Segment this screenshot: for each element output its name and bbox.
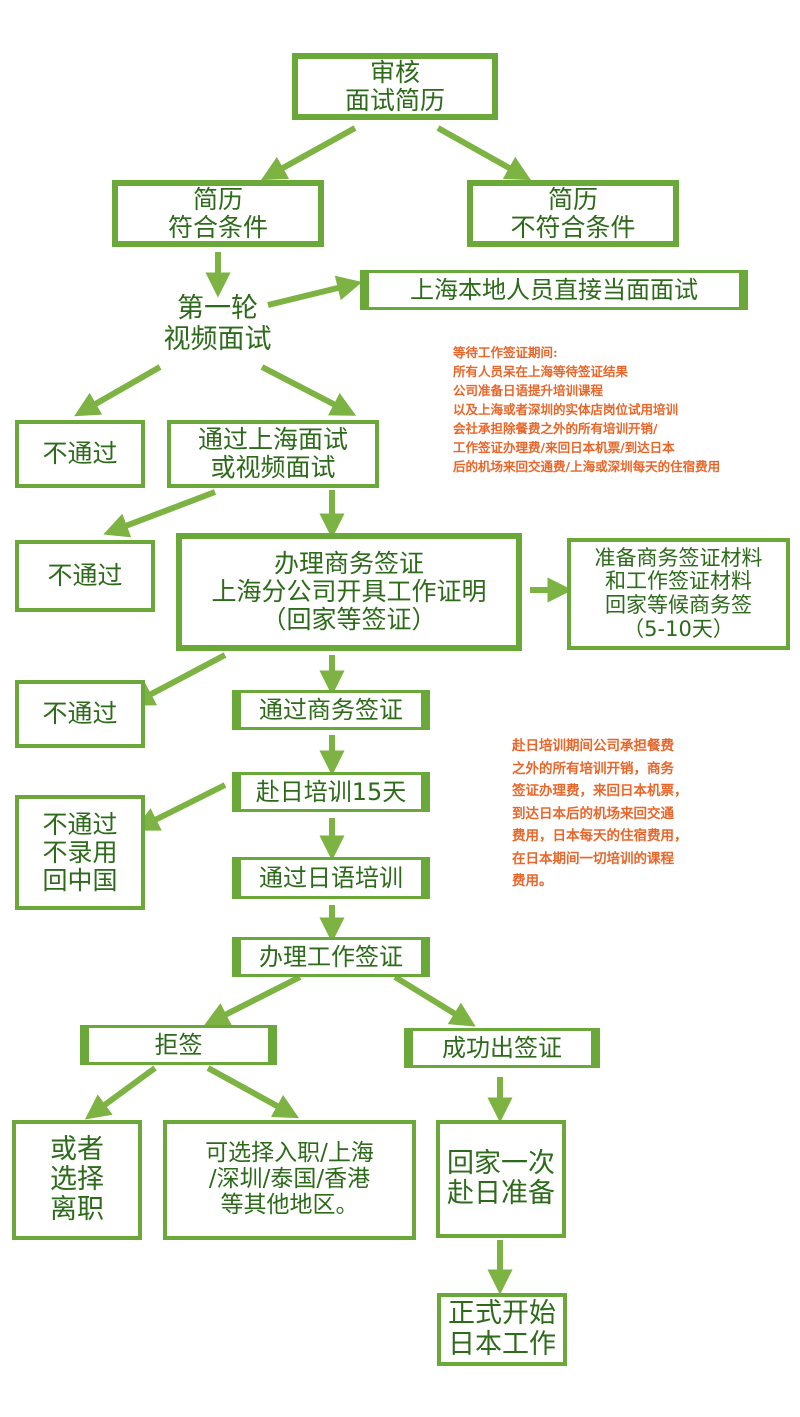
prepare-materials-line-2: 和工作签证材料: [605, 569, 752, 594]
review-resume-box: 审核 面试简历: [292, 53, 498, 120]
arrow-pass-to-fail2: [103, 489, 217, 538]
arrow-workvisa-to-success: [393, 974, 476, 1027]
business-visa-line-2: 上海分公司开具工作证明: [211, 577, 487, 606]
pass-interview-box: 通过上海面试 或视频面试: [167, 420, 379, 488]
japan-training-label: 赴日培训15天: [255, 777, 407, 806]
review-line-1: 审核: [369, 57, 420, 87]
or-resign-box: 或者 选择 离职: [12, 1120, 142, 1240]
start-work-line-2: 日本工作: [448, 1328, 556, 1360]
or-resign-line-3: 离职: [50, 1194, 104, 1226]
resume-qualified-line-2: 符合条件: [167, 212, 268, 242]
return-home-line-1: 回家一次: [447, 1147, 555, 1179]
fail-box-1: 不通过: [15, 420, 145, 488]
pass-japanese-label: 通过日语培训: [259, 863, 403, 892]
pass-business-visa-label: 通过商务签证: [259, 695, 403, 724]
pass-business-visa-box: 通过商务签证: [232, 690, 430, 730]
other-regions-line-3: 等其他地区。: [220, 1191, 359, 1218]
return-home-line-2: 赴日准备: [447, 1178, 555, 1209]
work-visa-box: 办理工作签证: [232, 937, 430, 977]
prepare-materials-box: 准备商务签证材料 和工作签证材料 回家等候商务签 （5-10天）: [567, 538, 790, 650]
waiting-note-line-4: 以及上海或者深圳的实体店岗位试用培训: [453, 402, 679, 417]
japan-training-box: 赴日培训15天: [232, 772, 430, 812]
waiting-note-line-6: 工作签证办理费/来回日本机票/到达日本: [453, 440, 675, 455]
training-note-line-6: 在日本期间一切培训的课程: [512, 850, 674, 867]
first-round-video-interview: 第一轮 视频面试: [130, 293, 305, 355]
resume-unqualified-box: 简历 不符合条件: [467, 180, 679, 247]
fail-box-3: 不通过: [15, 680, 145, 748]
business-visa-line-1: 办理商务签证: [273, 549, 424, 578]
training-note-line-1: 赴日培训期间公司承担餐费: [512, 738, 674, 754]
or-resign-line-1: 或者: [50, 1133, 104, 1165]
arrow-refused-to-resign: [84, 1065, 157, 1120]
training-note-line-4: 到达日本后的机场来回交通: [512, 805, 674, 822]
arrow-review-to-notok: [436, 125, 531, 181]
training-note-line-5: 费用，日本每天的住宿费用，: [512, 828, 688, 844]
training-period-note: 赴日培训期间公司承担餐费 之外的所有培训开销，商务 签证办理费，来回日本机票， …: [512, 735, 688, 893]
first-round-line-1: 第一轮: [177, 293, 258, 324]
shanghai-local-interview-box: 上海本地人员直接当面面试: [360, 270, 748, 310]
visa-success-label: 成功出签证: [442, 1033, 562, 1062]
fail-box-2: 不通过: [15, 540, 155, 612]
review-line-2: 面试简历: [344, 85, 445, 115]
pass-interview-line-2: 或视频面试: [210, 453, 336, 482]
work-visa-label: 办理工作签证: [259, 942, 403, 971]
fail-4-line-3: 回中国: [42, 865, 118, 895]
start-work-box: 正式开始 日本工作: [437, 1293, 567, 1366]
first-round-line-2: 视频面试: [163, 324, 272, 356]
visa-refused-label: 拒签: [154, 1030, 203, 1059]
training-note-line-2: 之外的所有培训开销，商务: [512, 760, 674, 777]
prepare-materials-line-4: （5-10天）: [623, 616, 734, 641]
or-resign-line-2: 选择: [50, 1163, 104, 1195]
business-visa-line-3: （回家等签证）: [261, 605, 437, 634]
training-note-line-7: 费用。: [512, 873, 553, 889]
fail-3-label: 不通过: [42, 699, 118, 728]
start-work-line-1: 正式开始: [448, 1298, 556, 1330]
fail-1-label: 不通过: [42, 439, 118, 468]
waiting-note-line-5: 会社承担除餐费之外的所有培训开销/: [453, 421, 658, 436]
waiting-note-line-2: 所有人员呆在上海等待签证结果: [453, 364, 629, 379]
resume-qualified-box: 简历 符合条件: [112, 180, 324, 247]
fail-4-line-1: 不通过: [42, 809, 118, 839]
return-home-box: 回家一次 赴日准备: [436, 1120, 566, 1238]
other-regions-line-2: /深圳/泰国/香港: [208, 1166, 371, 1193]
other-regions-line-1: 可选择入职/上海: [205, 1140, 374, 1167]
arrow-first-round-to-local: [267, 275, 363, 308]
waiting-period-note: 等待工作签证期间: 所有人员呆在上海等待签证结果 公司准备日语提升培训课程 以及…: [453, 343, 720, 476]
arrow-refused-to-regions: [206, 1065, 300, 1119]
arrow-first-round-to-fail1: [74, 364, 162, 417]
waiting-note-line-7: 后的机场来回交通费/上海或深圳每天的住宿费用: [453, 459, 721, 474]
arrow-visa-to-fail3: [128, 652, 227, 706]
arrow-first-round-to-pass: [260, 364, 357, 416]
pass-japanese-training-box: 通过日语培训: [232, 857, 430, 899]
arrow-review-to-ok: [260, 125, 357, 181]
visa-success-box: 成功出签证: [404, 1028, 600, 1068]
resume-unqualified-line-1: 简历: [547, 184, 598, 214]
waiting-note-line-3: 公司准备日语提升培训课程: [453, 383, 604, 398]
arrow-workvisa-to-refused: [203, 974, 302, 1026]
fail-4-line-2: 不录用: [42, 837, 118, 867]
other-regions-box: 可选择入职/上海 /深圳/泰国/香港 等其他地区。: [163, 1120, 416, 1240]
prepare-materials-line-1: 准备商务签证材料: [594, 545, 763, 570]
visa-refused-box: 拒签: [80, 1025, 277, 1065]
prepare-materials-line-3: 回家等候商务签: [605, 593, 752, 617]
fail-2-label: 不通过: [47, 561, 123, 590]
resume-unqualified-line-2: 不符合条件: [510, 212, 636, 242]
arrow-training-to-fail4: [133, 782, 227, 831]
training-note-line-3: 签证办理费，来回日本机票，: [512, 783, 688, 799]
business-visa-box: 办理商务签证 上海分公司开具工作证明 （回家等签证）: [176, 533, 522, 651]
waiting-note-line-1: 等待工作签证期间:: [453, 345, 558, 360]
pass-interview-line-1: 通过上海面试: [197, 425, 348, 454]
shanghai-local-interview-label: 上海本地人员直接当面面试: [410, 275, 698, 304]
resume-qualified-line-1: 简历: [192, 184, 243, 214]
fail-box-4: 不通过 不录用 回中国: [15, 795, 145, 910]
